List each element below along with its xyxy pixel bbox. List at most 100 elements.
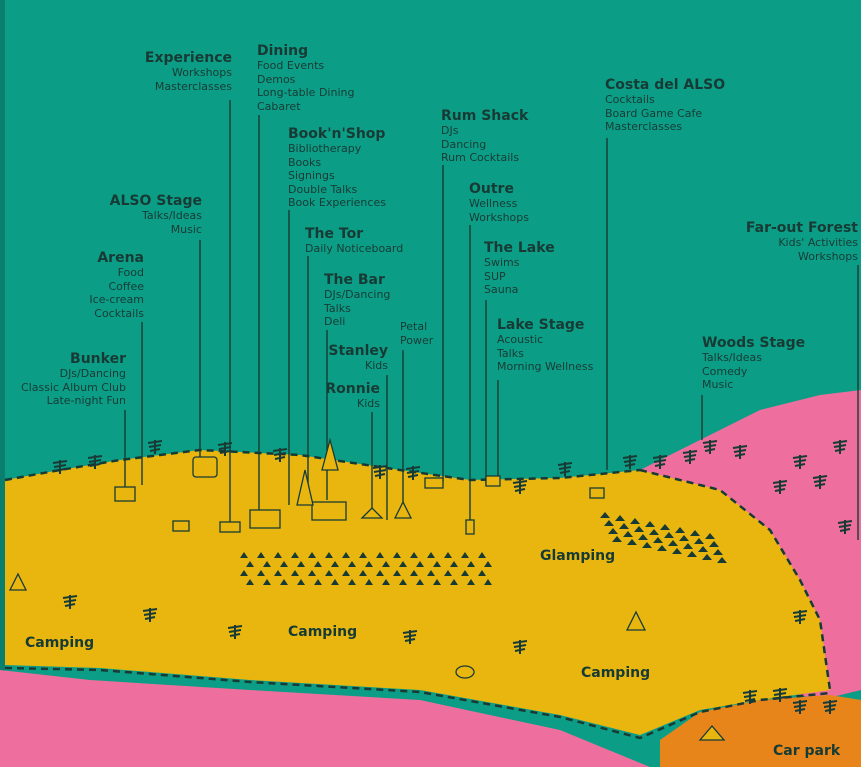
camping-tent [416,579,424,585]
tree [147,440,163,454]
tree [227,625,243,639]
glamping-tent [657,545,667,551]
venue-title: The Tor [305,226,364,242]
tree [822,700,838,714]
venue-item: Talks/Ideas [142,209,202,222]
tree [832,440,848,454]
venue-ronnie: Ronnie Kids [320,381,380,411]
camping-tent [450,561,458,567]
camping-tent [342,552,350,558]
tree [792,700,808,714]
venue-item: Sauna [484,283,519,296]
camping-tent [325,570,333,576]
camping-tent [359,552,367,558]
zone-glamping: Glamping [540,548,616,564]
camping-tent [365,579,373,585]
venue-item: Talks [324,301,351,315]
glamping-tent [660,524,670,530]
venue-outre: Outre Wellness Workshops [469,181,529,224]
venue-item: Daily Noticeboard [305,242,404,255]
venue-faroutforest: Far-out Forest Kids' Activities Workshop… [720,220,858,263]
venue-item: Masterclasses [154,79,232,93]
glamping-tent [619,523,629,529]
venue-item: Classic Album Club [21,380,126,394]
camping-tent [274,570,282,576]
tree [732,445,748,459]
glamping-tent [615,515,625,521]
venue-item: Signings [288,169,335,182]
venue-item: DJs [441,124,459,137]
venue-item: Comedy [702,364,748,378]
camping-tent [433,561,441,567]
glamping-tent [653,537,663,543]
venue-title: Woods Stage [702,335,806,351]
glamping-tent [698,546,708,552]
glamping-tent [702,554,712,560]
camping-tent [297,579,305,585]
venue-title: Experience [144,50,232,66]
carpark-region [660,695,861,767]
camping-tent [280,579,288,585]
tree [512,640,528,654]
camping-tent [263,579,271,585]
camping-tent [461,570,469,576]
camping-tent [342,570,350,576]
camping-tent [291,570,299,576]
camping-tent [444,552,452,558]
venue-thebar: The Bar DJs/Dancing Talks Deli [324,272,390,329]
glamping-tent [642,542,652,548]
camping-tent [478,570,486,576]
camping-tent [410,570,418,576]
camping-tent [461,552,469,558]
venue-alsostage: ALSO Stage Talks/Ideas Music [100,193,202,236]
camping-tent [365,561,373,567]
venue-title: Dining [257,43,309,59]
camping-tent [257,552,265,558]
venue-title: Far-out Forest [745,220,858,236]
tree [142,608,158,622]
camping-tent [467,561,475,567]
camping-tent [393,570,401,576]
camping-tent [291,552,299,558]
venue-lakestage: Lake Stage Acoustic Talks Morning Wellne… [497,317,593,374]
camping-tent [450,579,458,585]
glamping-tent [713,549,723,555]
tree [772,688,788,702]
venue-item: Cabaret [257,99,301,113]
glamping-tent [627,539,637,545]
tree [812,475,828,489]
glamping-tent [645,521,655,527]
camping-tent [314,561,322,567]
zone-carpark: Car park [773,743,841,759]
zone-camping-central: Camping [288,624,358,640]
camping-tent [433,579,441,585]
venue-item: Workshops [797,249,858,263]
camping-tent [297,561,305,567]
venue-item: Books [288,155,322,169]
glamping-tent [638,534,648,540]
venue-rumshack: Rum Shack DJs Dancing Rum Cocktails [441,108,528,165]
venue-thelake: The Lake Swims SUP Sauna [484,240,555,297]
tree [622,455,638,469]
venue-title: The Bar [324,272,385,288]
tree [272,448,288,462]
glamping-tent [675,527,685,533]
venue-title: Arena [97,250,144,266]
glamping-tent [649,529,659,535]
camping-tent [274,552,282,558]
glamping-tent [694,538,704,544]
camping-tent [308,570,316,576]
glamping-tent [683,543,693,549]
tree [217,442,233,456]
camping-tent [399,579,407,585]
tree [652,455,668,469]
camping-tent [308,552,316,558]
camping-tent [393,552,401,558]
venue-stanley: Stanley Kids [320,343,388,373]
venue-item: Kids [357,397,380,410]
tree [512,480,528,494]
venue-item: DJs/Dancing [59,367,126,380]
tree [87,455,103,469]
